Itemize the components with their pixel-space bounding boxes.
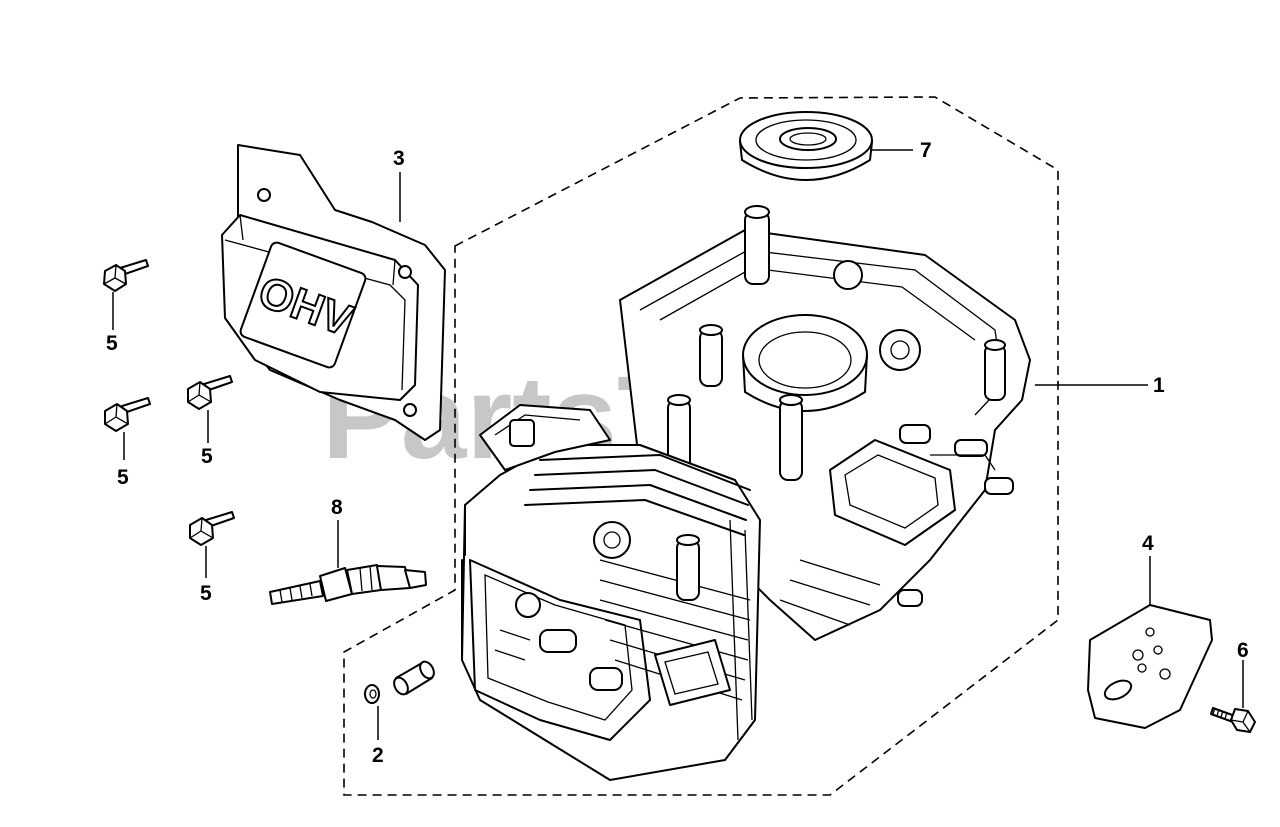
gasket[interactable]: [1087, 604, 1213, 729]
callout-8: 8: [331, 496, 343, 519]
callout-7: 7: [920, 139, 932, 162]
head-cover[interactable]: OHV: [221, 144, 446, 441]
callout-5a: 5: [106, 332, 118, 355]
dowel-and-washer[interactable]: [364, 659, 437, 704]
bolt-5d[interactable]: [189, 511, 235, 546]
callout-5c: 5: [201, 445, 213, 468]
spark-plug[interactable]: [269, 564, 427, 605]
cylinder-block[interactable]: [461, 205, 1031, 781]
callout-2: 2: [372, 744, 384, 767]
callout-1: 1: [1153, 374, 1165, 397]
callout-5d: 5: [200, 582, 212, 605]
oil-seal[interactable]: [739, 111, 873, 181]
callout-3: 3: [393, 147, 405, 170]
bolt-5b[interactable]: [104, 397, 151, 432]
bolt-5a[interactable]: [103, 259, 149, 292]
bolt-5c[interactable]: [187, 375, 233, 410]
callout-4: 4: [1142, 532, 1154, 555]
callout-5b: 5: [117, 466, 129, 489]
callout-6: 6: [1237, 639, 1249, 662]
bolt-6[interactable]: [1210, 707, 1256, 733]
assembly-boundary: [343, 96, 1059, 796]
